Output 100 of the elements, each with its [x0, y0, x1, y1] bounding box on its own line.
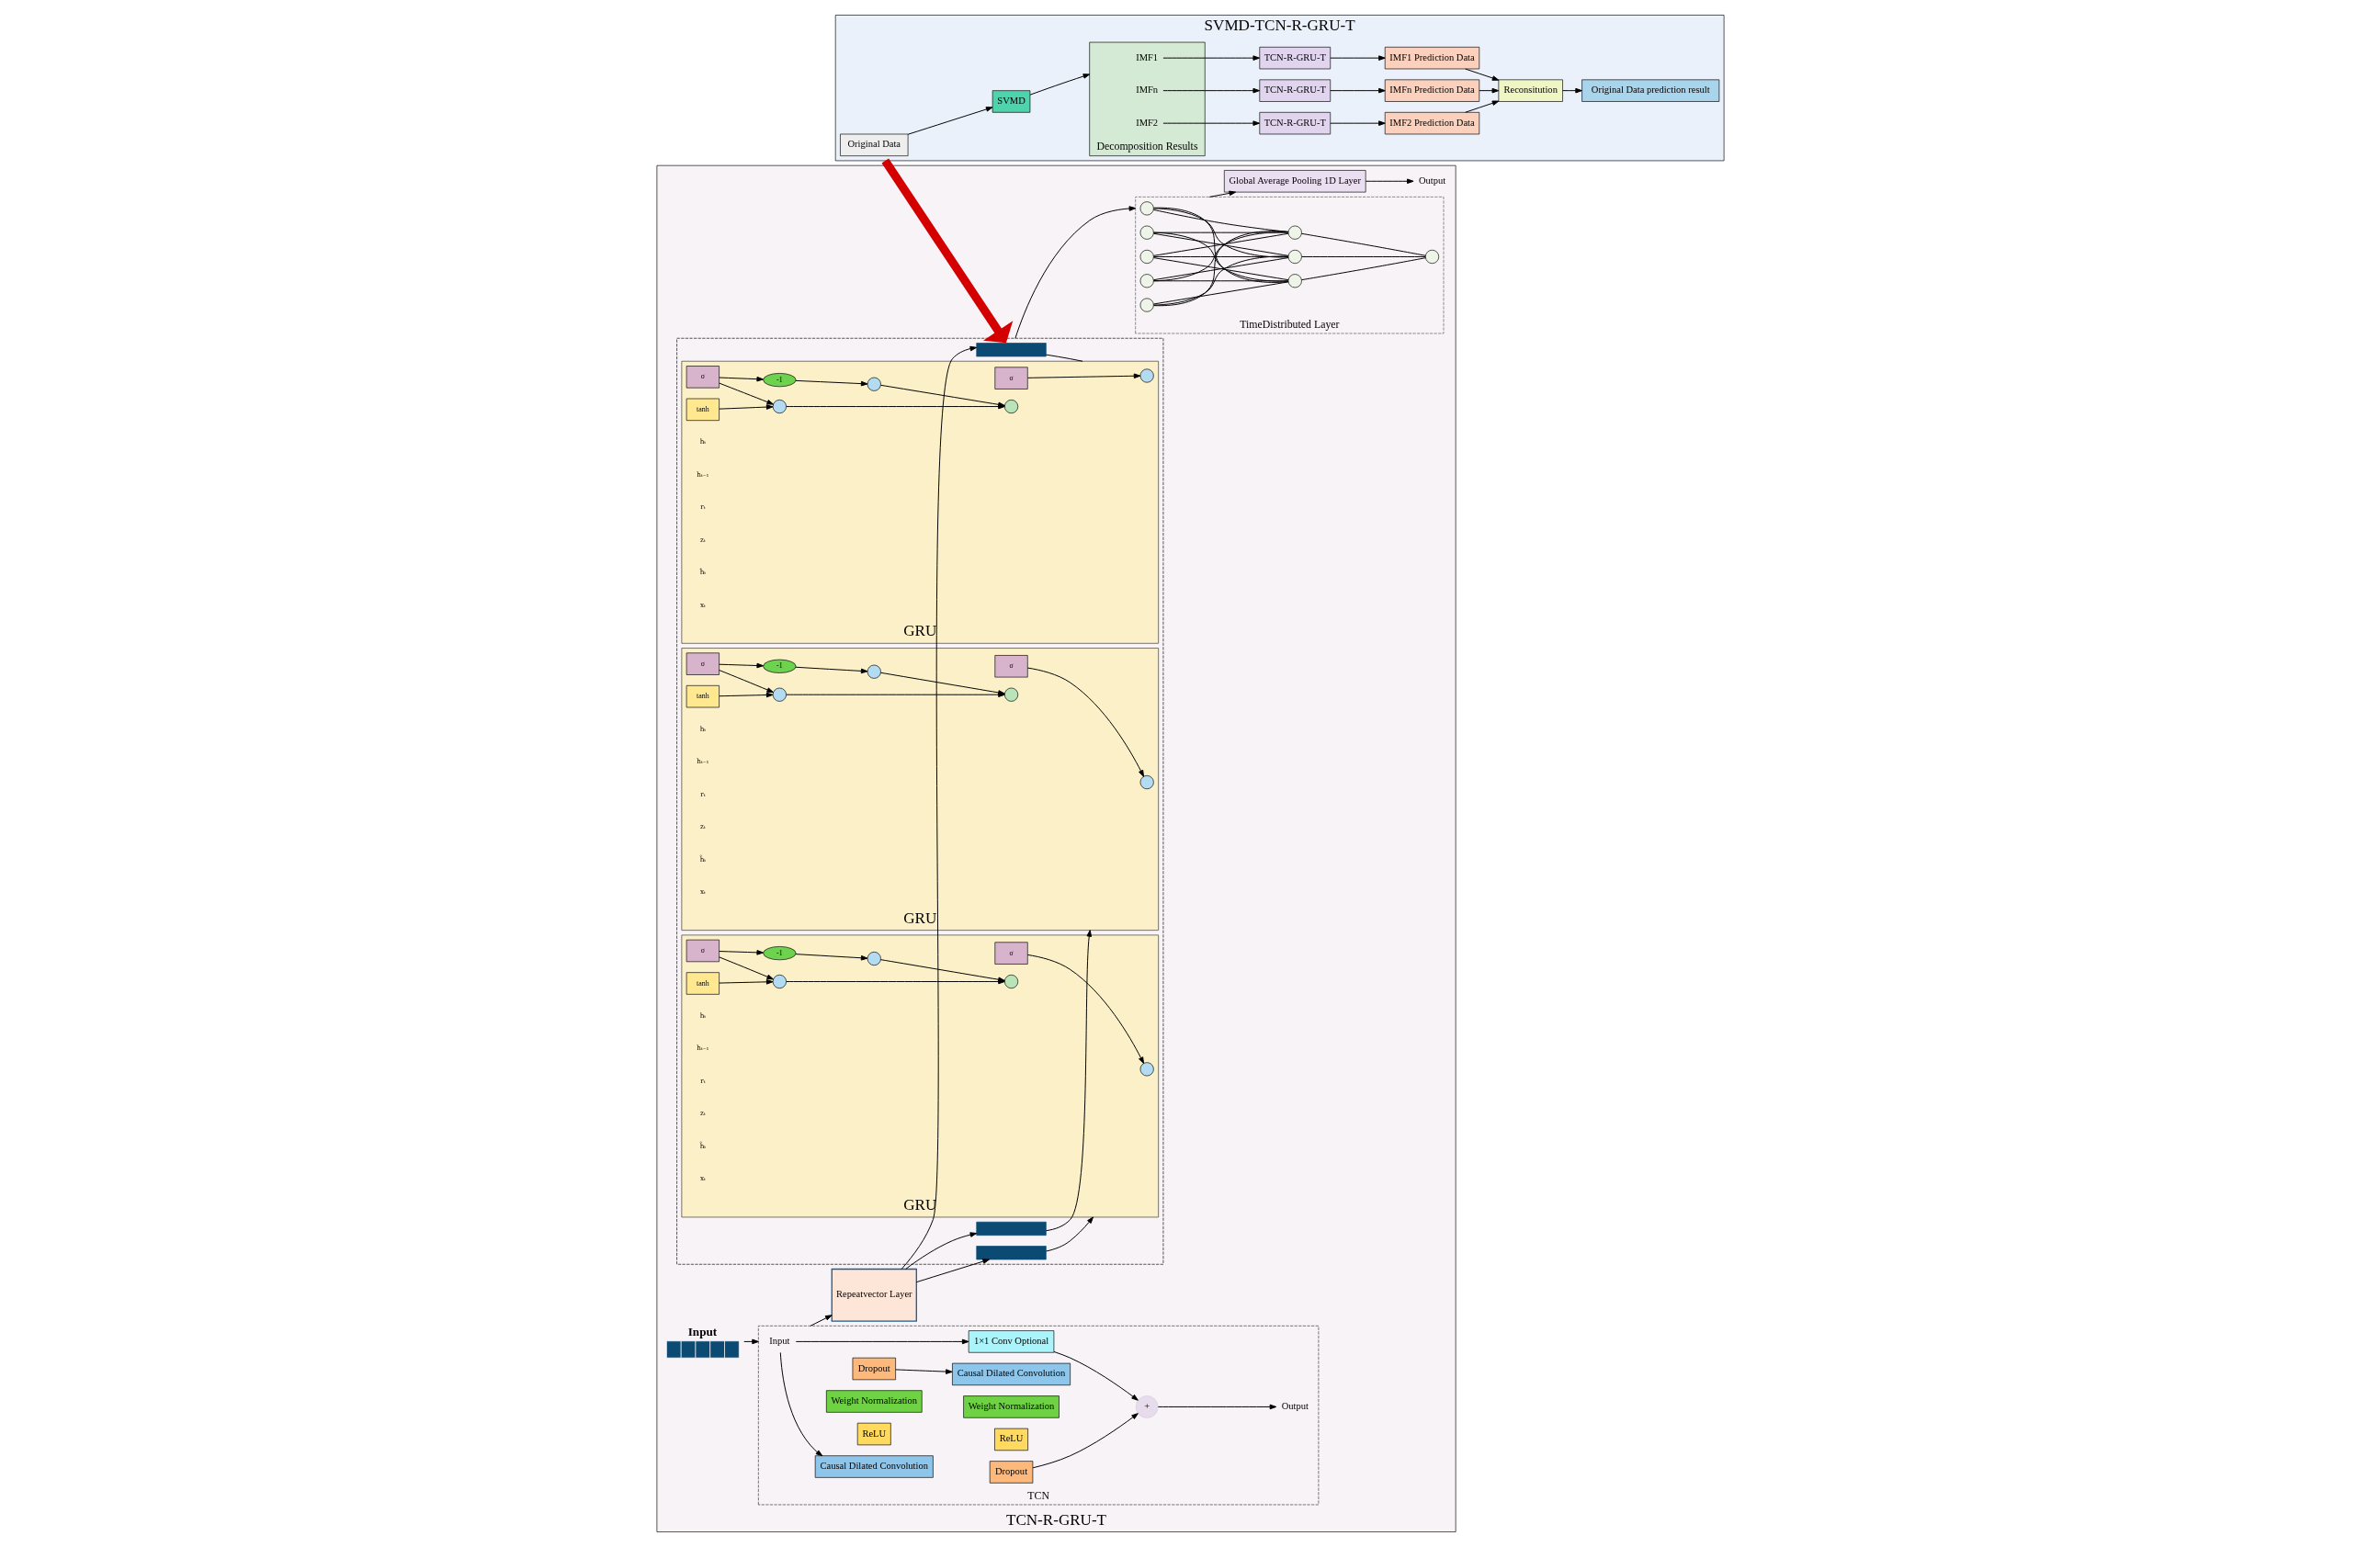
- node-circle: [1003, 974, 1018, 989]
- arrow: [1464, 68, 1499, 81]
- cluster: TimeDistributed Layer: [1134, 197, 1444, 334]
- node-text: IMF1: [1135, 51, 1158, 62]
- connector: [1152, 231, 1288, 233]
- arrow: [779, 1351, 822, 1457]
- node-box: Dropout: [989, 1461, 1033, 1484]
- node-circle: [1003, 687, 1018, 702]
- node-circle: [1139, 249, 1154, 265]
- arrow: [904, 1232, 977, 1270]
- arrow: [1329, 87, 1386, 94]
- arrow: [718, 376, 764, 382]
- arrow: [880, 158, 1013, 344]
- node-circle: [867, 664, 881, 679]
- connector: [1152, 231, 1288, 282]
- node-box: Original Data: [839, 133, 908, 156]
- connector: [1300, 257, 1426, 281]
- node-bar: [975, 1221, 1047, 1236]
- arrow: [718, 404, 773, 410]
- node-circle: [1139, 368, 1154, 383]
- arrow: [1561, 87, 1582, 94]
- arrow: [1032, 1413, 1139, 1469]
- node-text: Input: [768, 1335, 789, 1346]
- node-box: Dropout: [852, 1357, 896, 1381]
- connector: [1152, 207, 1289, 283]
- node-box: IMF1 Prediction Data: [1384, 47, 1479, 70]
- node-circle: [867, 377, 881, 391]
- arrow: [718, 956, 774, 980]
- node-bar: [975, 343, 1047, 357]
- connector: [1045, 354, 1083, 362]
- arrow: [1162, 55, 1260, 61]
- node-circle: [1139, 774, 1154, 790]
- node-circle: [772, 974, 787, 989]
- node-text: Output: [1281, 1400, 1309, 1411]
- connector: [1152, 208, 1288, 258]
- node-text: IMFn: [1135, 85, 1158, 96]
- arrow: [1329, 120, 1386, 126]
- node-label: Input: [687, 1324, 717, 1338]
- node-circle: [1139, 1062, 1154, 1077]
- connector: [1152, 231, 1289, 307]
- arrow: [1157, 1404, 1276, 1410]
- connector: [1152, 255, 1288, 257]
- arrow: [1464, 100, 1499, 113]
- connector: [1152, 281, 1289, 305]
- arrow: [894, 1369, 953, 1374]
- node-text: IMF2: [1135, 117, 1158, 128]
- node-circle: [1139, 225, 1154, 240]
- node-box: Weight Normalization: [962, 1395, 1060, 1418]
- node-circle: [772, 400, 787, 414]
- node-box: SVMD: [992, 90, 1030, 113]
- arrow: [907, 107, 992, 135]
- connector: [1152, 257, 1289, 281]
- node-circle: [1287, 225, 1302, 240]
- arrow: [795, 379, 867, 387]
- connector: [1152, 209, 1289, 232]
- arrow: [718, 979, 773, 985]
- node-circle: [1287, 249, 1302, 265]
- arrow: [901, 345, 977, 1270]
- arrow: [1029, 73, 1090, 96]
- arrow: [1365, 178, 1414, 185]
- connector: [1300, 255, 1426, 257]
- node-circle: [867, 951, 881, 966]
- arrow: [718, 382, 774, 405]
- arrow: [1026, 954, 1144, 1065]
- node-box: 1×1 Conv Optional: [968, 1330, 1054, 1353]
- node-box: Causal Dilated Convolution: [951, 1362, 1071, 1386]
- node-box: Repeatvector Layer: [831, 1268, 917, 1322]
- arrow: [1026, 667, 1144, 777]
- connector: [1300, 232, 1426, 256]
- connector: [1152, 280, 1288, 282]
- arrow: [795, 666, 867, 674]
- arrow: [1478, 87, 1499, 94]
- arrow: [915, 1259, 990, 1283]
- node-box: Global Average Pooling 1D Layer: [1223, 170, 1366, 193]
- connector: [1152, 232, 1289, 256]
- node-circle: [1287, 274, 1302, 288]
- node-box: Causal Dilated Convolution: [814, 1455, 934, 1478]
- node-circle: [1139, 298, 1154, 312]
- connector: [1152, 255, 1288, 306]
- arrow: [1045, 930, 1092, 1232]
- arrow: [795, 954, 867, 961]
- node-box: ReLU: [993, 1428, 1028, 1451]
- arrow: [718, 670, 774, 694]
- arrow: [1045, 1216, 1094, 1252]
- node-circle: [772, 687, 787, 702]
- node-bar: [975, 1246, 1047, 1260]
- arrow: [1208, 190, 1236, 198]
- node-circle: [1003, 400, 1018, 414]
- node-box: TCN-R-GRU-T: [1258, 47, 1331, 70]
- node-box: IMF2 Prediction Data: [1384, 112, 1479, 135]
- arrow: [809, 1315, 833, 1327]
- node-text: Output: [1418, 175, 1445, 186]
- node-box: IMFn Prediction Data: [1384, 79, 1479, 102]
- node-circle: [1139, 201, 1154, 216]
- arrow: [795, 1338, 969, 1345]
- arrow: [1026, 373, 1140, 379]
- node-box: TCN-R-GRU-T: [1258, 79, 1331, 102]
- node-circle: +: [1135, 1395, 1158, 1418]
- arrow: [1053, 1350, 1139, 1401]
- arrow: [718, 692, 773, 698]
